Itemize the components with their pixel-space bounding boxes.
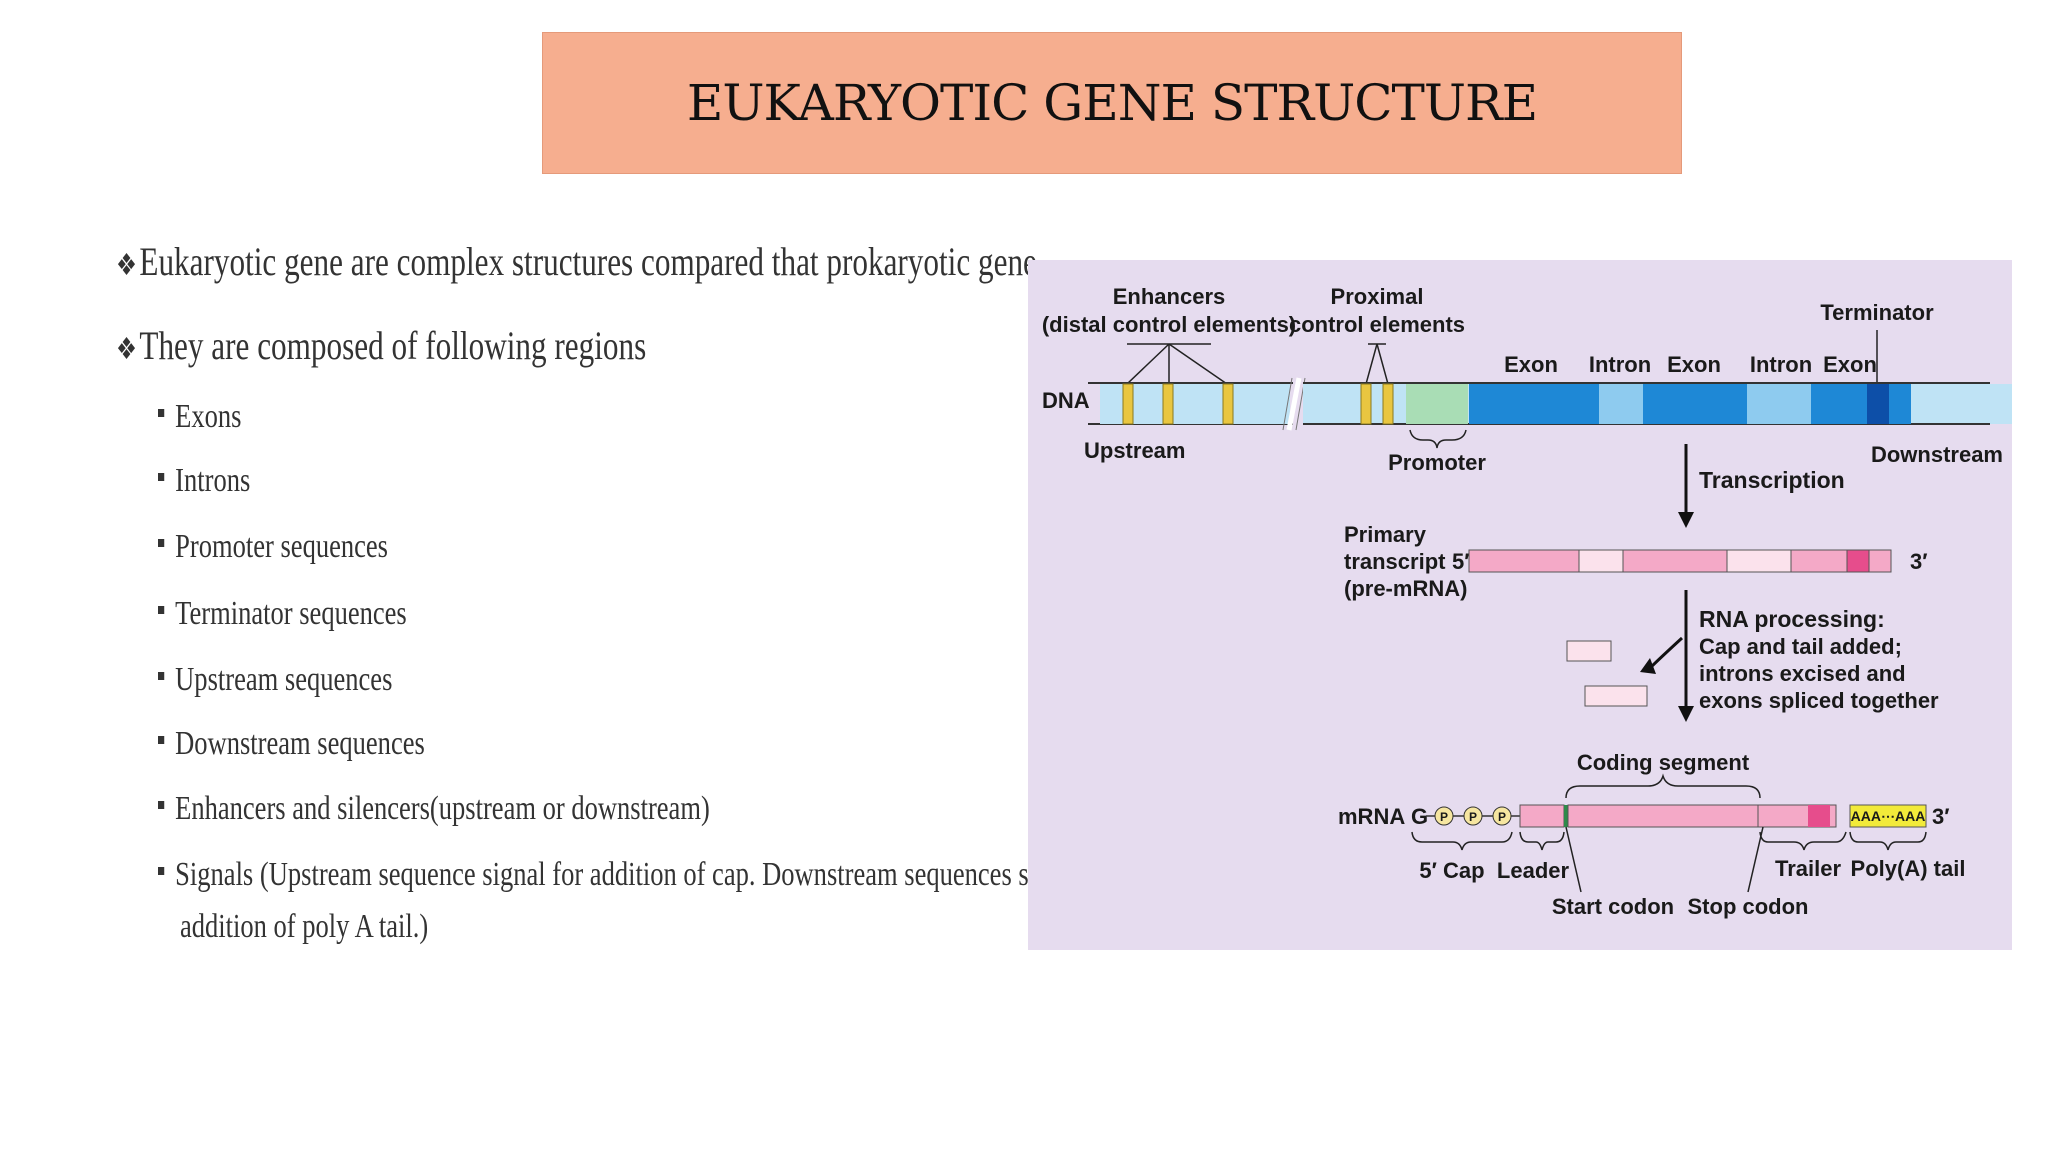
enhancer-connectors [1126, 330, 1878, 385]
enhancer-box [1122, 383, 1134, 425]
downstream-label: Downstream [1871, 442, 2003, 467]
pre-mrna-strand [1468, 549, 1892, 573]
phosphate-chain: P P P [1426, 806, 1520, 826]
sub-bullet-signals-cont: addition of poly A tail.) [180, 908, 429, 945]
sub-bullet-introns: Introns [158, 462, 250, 500]
rna-processing-line3: introns excised and [1699, 661, 1906, 686]
bullet-text: They are composed of following regions [139, 323, 647, 368]
promoter-label: Promoter [1388, 450, 1486, 475]
start-codon-label: Start codon [1552, 894, 1674, 919]
mrna-label: mRNA [1338, 804, 1405, 829]
intron-region [1599, 384, 1643, 424]
primary-five-prime: 5′ [1452, 549, 1470, 574]
bullet-composed-regions: ❖They are composed of following regions [116, 322, 646, 369]
square-bullet-icon [158, 539, 165, 548]
excised-intron [1584, 685, 1648, 707]
five-cap-label: 5′ Cap [1419, 858, 1484, 883]
stop-codon-label: Stop codon [1688, 894, 1809, 919]
primary-label-3: (pre-mRNA) [1344, 576, 1467, 601]
bullet-complex-structures: ❖Eukaryotic gene are complex structures … [116, 238, 1045, 285]
sub-bullet-promoter: Promoter sequences [158, 528, 388, 566]
transcription-arrow [1678, 444, 1694, 528]
rna-processing-line4: exons spliced together [1699, 688, 1939, 713]
enhancers-sublabel: (distal control elements) [1042, 312, 1296, 337]
bullet-text: Eukaryotic gene are complex structures c… [139, 239, 1045, 284]
sub-bullet-signals: Signals (Upstream sequence signal for ad… [158, 856, 1119, 894]
square-bullet-icon [158, 672, 165, 681]
sub-bullet-upstream: Upstream sequences [158, 661, 392, 699]
title-banner: EUKARYOTIC GENE STRUCTURE [542, 32, 1682, 174]
diagram-svg: Enhancers (distal control elements) Prox… [1042, 284, 2012, 919]
poly-a-tail-label: Poly(A) tail [1851, 856, 1966, 881]
upstream-label: Upstream [1084, 438, 1185, 463]
exon-region [1643, 384, 1747, 424]
square-bullet-icon [158, 801, 165, 810]
cap-g: G [1411, 804, 1428, 829]
rna-processing-title: RNA processing: [1699, 606, 1885, 632]
dna-label: DNA [1042, 388, 1090, 413]
exon-label-1: Exon [1504, 352, 1558, 377]
intron-region [1747, 384, 1811, 424]
primary-three-prime: 3′ [1910, 549, 1928, 574]
square-bullet-icon [158, 409, 165, 418]
primary-label-2: transcript [1344, 549, 1446, 574]
gene-structure-diagram: Enhancers (distal control elements) Prox… [1028, 260, 2012, 950]
proximal-element-box [1382, 383, 1394, 425]
mrna-three-prime: 3′ [1932, 804, 1950, 829]
enhancer-box [1222, 383, 1234, 425]
enhancers-label: Enhancers [1113, 284, 1226, 309]
diamond-bullet-icon: ❖ [116, 249, 137, 283]
poly-a-tail [1849, 804, 1927, 828]
phosphate-label: P [1440, 810, 1448, 824]
excised-intron [1566, 640, 1612, 662]
exon-label-3: Exon [1823, 352, 1877, 377]
terminator-region [1867, 384, 1889, 424]
square-bullet-icon [158, 473, 165, 482]
square-bullet-icon [158, 606, 165, 615]
proximal-label: Proximal [1331, 284, 1424, 309]
phosphate-label: P [1469, 810, 1477, 824]
terminator-label: Terminator [1820, 300, 1934, 325]
intron-label-1: Intron [1589, 352, 1651, 377]
proximal-element-box [1360, 383, 1372, 425]
mrna-braces [1411, 826, 1927, 893]
square-bullet-icon [158, 736, 165, 745]
phosphate-label: P [1498, 810, 1506, 824]
promoter-brace [1409, 429, 1467, 449]
sub-bullet-terminator: Terminator sequences [158, 595, 407, 633]
transcription-label: Transcription [1699, 467, 1845, 493]
leader-label: Leader [1497, 858, 1570, 883]
primary-label-1: Primary [1344, 522, 1427, 547]
intron-label-2: Intron [1750, 352, 1812, 377]
sub-bullet-enhancers: Enhancers and silencers(upstream or down… [158, 790, 710, 828]
slide-title: EUKARYOTIC GENE STRUCTURE [686, 74, 1538, 132]
enhancer-box [1162, 383, 1174, 425]
mature-mrna-strand [1519, 804, 1927, 828]
trailer-label: Trailer [1775, 856, 1841, 881]
square-bullet-icon [158, 867, 165, 876]
exon-label-2: Exon [1667, 352, 1721, 377]
poly-a-sequence: AAA⋯AAA [1851, 808, 1926, 824]
coding-segment-label: Coding segment [1577, 750, 1750, 775]
coding-segment-brace [1565, 773, 1761, 799]
rna-processing-arrow [1640, 590, 1694, 722]
sub-bullet-downstream: Downstream sequences [158, 725, 425, 763]
diamond-bullet-icon: ❖ [116, 333, 137, 367]
dna-strand [1088, 377, 2012, 431]
promoter-region [1406, 384, 1468, 424]
proximal-sublabel: control elements [1289, 312, 1465, 337]
exon-region [1811, 384, 1867, 424]
sub-bullet-exons: Exons [158, 398, 241, 436]
rna-processing-line2: Cap and tail added; [1699, 634, 1902, 659]
exon-region [1469, 384, 1599, 424]
